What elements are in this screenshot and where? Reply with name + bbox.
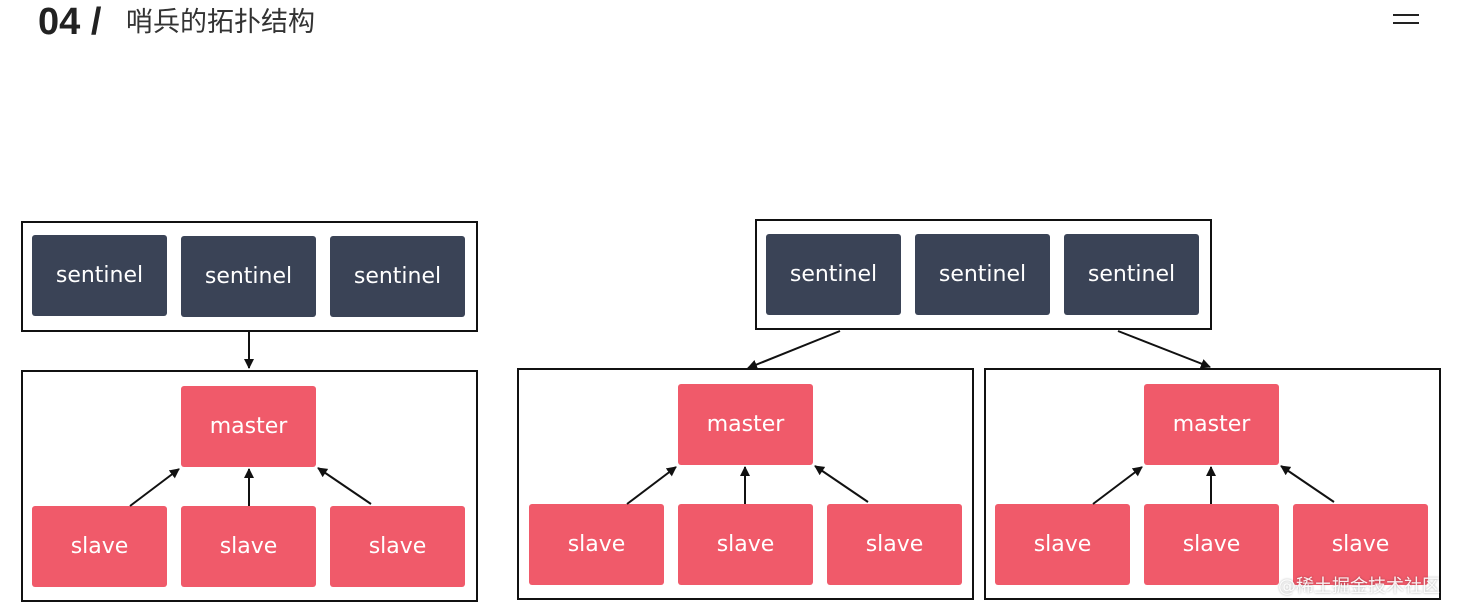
right-a-slave-2: slave xyxy=(678,504,813,585)
right-a-master: master xyxy=(678,384,813,465)
right-a-slave-3: slave xyxy=(827,504,962,585)
left-slave-2: slave xyxy=(181,506,316,587)
right-sentinel-1: sentinel xyxy=(766,234,901,315)
arrow-right-sentinel-to-group-b xyxy=(1117,330,1211,369)
right-a-slave-1: slave xyxy=(529,504,664,585)
left-master: master xyxy=(181,386,316,467)
right-b-slave-3: slave xyxy=(1293,504,1428,585)
menu-icon-line xyxy=(1393,22,1419,24)
right-b-master: master xyxy=(1144,384,1279,465)
section-number: 04 / xyxy=(38,1,102,43)
menu-icon-line xyxy=(1393,14,1419,16)
left-sentinel-2: sentinel xyxy=(181,236,316,317)
page-title: 哨兵的拓扑结构 xyxy=(126,7,315,38)
right-sentinel-2: sentinel xyxy=(915,234,1050,315)
right-sentinel-3: sentinel xyxy=(1064,234,1199,315)
left-slave-1: slave xyxy=(32,506,167,587)
left-sentinel-3: sentinel xyxy=(330,236,465,317)
left-sentinel-1: sentinel xyxy=(32,235,167,316)
right-b-slave-1: slave xyxy=(995,504,1130,585)
right-b-slave-2: slave xyxy=(1144,504,1279,585)
menu-icon[interactable] xyxy=(1393,12,1419,26)
left-slave-3: slave xyxy=(330,506,465,587)
arrow-right-sentinel-to-group-a xyxy=(747,330,841,370)
watermark: @稀土掘金技术社区 xyxy=(1278,576,1440,597)
